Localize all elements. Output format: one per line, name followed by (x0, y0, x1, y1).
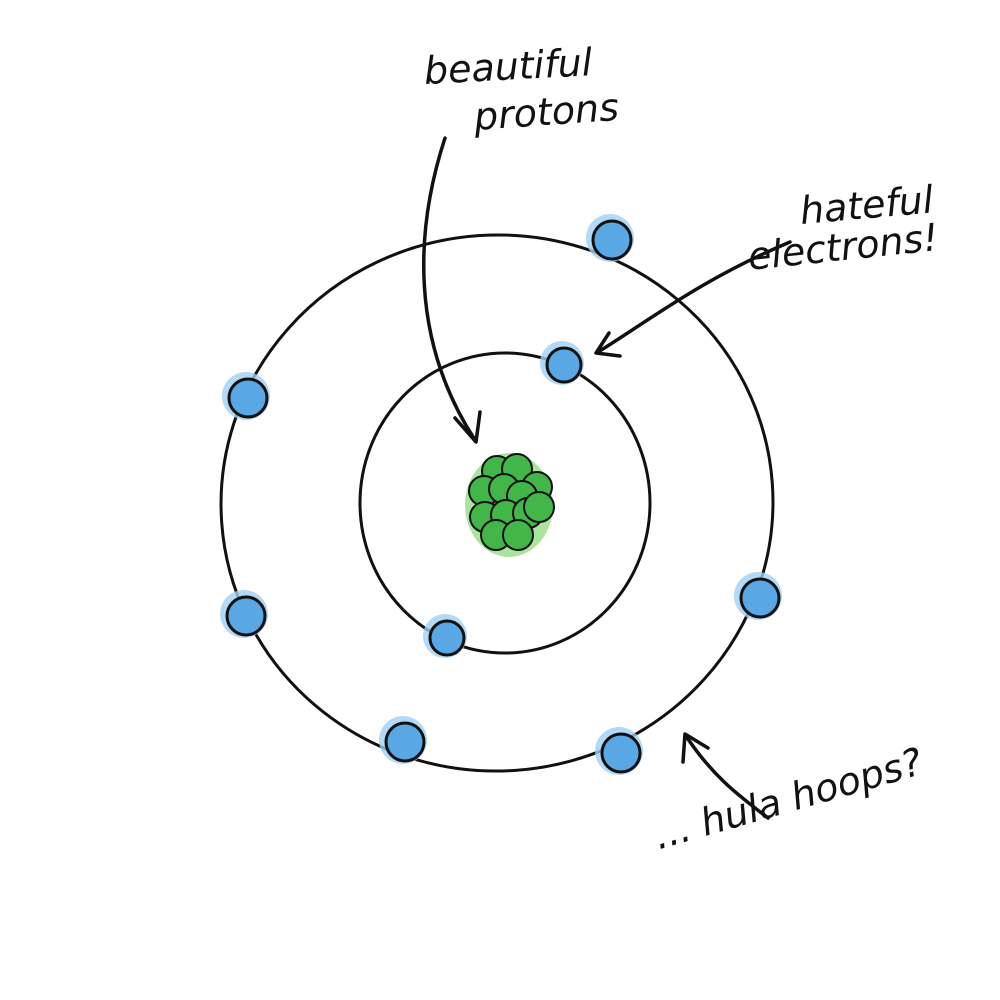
nucleus (465, 453, 555, 557)
electrons-annotation: hateful electrons! (745, 177, 941, 279)
outer-electron-3 (734, 572, 782, 620)
outer-electron-2 (222, 372, 270, 420)
protons-annotation-line1: beautiful (422, 40, 594, 93)
protons-annotation-line2: protons (472, 84, 621, 139)
orbits-arrow (681, 732, 770, 820)
inner-orbit (358, 351, 652, 655)
electrons-arrow (594, 240, 792, 358)
electrons-annotation-line2: electrons! (745, 215, 941, 279)
proton-12 (523, 491, 555, 523)
outer-orbit (219, 233, 775, 773)
electrons (220, 214, 782, 775)
outer-electron-4 (220, 590, 268, 638)
outer-electron-1 (586, 214, 634, 262)
proton-11 (502, 519, 534, 551)
protons-annotation: beautiful protons (423, 40, 621, 139)
orbits (219, 233, 775, 773)
outer-electron-5 (379, 716, 427, 764)
protons-arrow (422, 136, 482, 444)
outer-electron-6 (595, 727, 643, 775)
annotation-arrows (422, 136, 792, 820)
inner-electron-1 (540, 341, 584, 385)
inner-electron-2 (423, 614, 467, 658)
